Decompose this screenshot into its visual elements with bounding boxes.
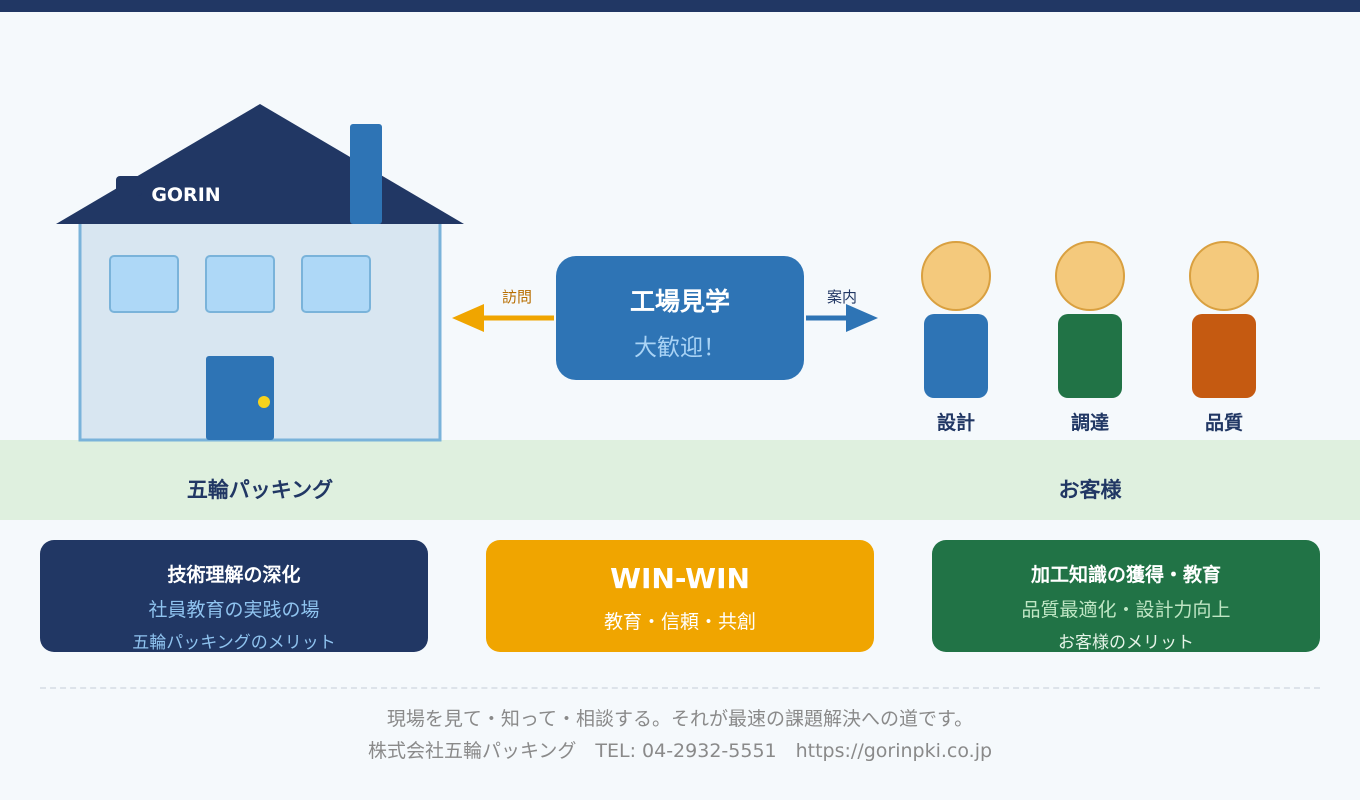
person-head (1189, 241, 1259, 311)
visit-label: 訪問 (501, 288, 532, 306)
chimney (350, 124, 382, 224)
company-benefit-line2: 五輪パッキングのメリット (132, 633, 336, 653)
footer-contact: 株式会社五輪パッキング TEL: 04-2932-5551 https://go… (367, 740, 993, 762)
person-design (921, 241, 991, 398)
customer-benefit-title: 加工知識の獲得・教育 (1030, 564, 1221, 586)
customer-label: お客様 (1058, 478, 1122, 502)
roof-eave (116, 176, 142, 196)
factory-tour-subtitle: 大歓迎！ (634, 335, 726, 361)
win-win-subtitle: 教育・信頼・共創 (603, 611, 756, 633)
person-body (1192, 314, 1256, 398)
house-roof (56, 104, 464, 224)
company-label: 五輪パッキング (186, 478, 334, 502)
customer-benefit-line2: お客様のメリット (1058, 633, 1194, 653)
house-window (109, 255, 179, 313)
customer-benefit-card: 加工知識の獲得・教育 品質最適化・設計力向上 お客様のメリット (932, 540, 1320, 653)
top-bar (0, 0, 1360, 12)
house-window (205, 255, 275, 313)
person-label-quality: 品質 (1204, 412, 1243, 434)
company-benefit-card: 技術理解の深化 社員教育の実践の場 五輪パッキングのメリット (40, 540, 428, 653)
ground-band (0, 440, 1360, 520)
guide-arrow-head (846, 304, 878, 332)
customer-benefit-line1: 品質最適化・設計力向上 (1021, 599, 1231, 621)
visit-arrow-head (452, 304, 484, 332)
factory-tour-title: 工場見学 (629, 287, 730, 316)
win-win-card: WIN-WIN 教育・信頼・共創 (486, 540, 874, 652)
person-label-design: 設計 (936, 412, 975, 434)
person-head (1055, 241, 1125, 311)
person-head (921, 241, 991, 311)
person-quality (1189, 241, 1259, 398)
company-benefit-title: 技術理解の深化 (167, 564, 301, 586)
company-benefit-line1: 社員教育の実践の場 (148, 599, 320, 621)
guide-label: 案内 (826, 288, 857, 306)
win-win-title: WIN-WIN (610, 562, 750, 595)
house-window (301, 255, 371, 313)
person-procurement (1055, 241, 1125, 398)
footer-divider (40, 687, 1320, 689)
person-label-procurement: 調達 (1070, 412, 1109, 434)
footer-tagline: 現場を見て・知って・相談する。それが最速の課題解決への道です。 (386, 708, 974, 730)
house-door (206, 356, 274, 440)
factory-tour-box: 工場見学 大歓迎！ (556, 256, 804, 380)
door-knob (258, 396, 270, 408)
person-body (924, 314, 988, 398)
house-brand-label: GORIN (151, 184, 221, 206)
person-body (1058, 314, 1122, 398)
